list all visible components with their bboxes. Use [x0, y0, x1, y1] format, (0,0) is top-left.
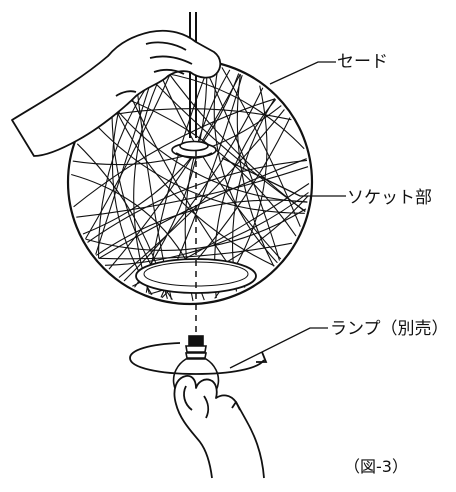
weave-string	[108, 94, 275, 267]
weave-string	[106, 96, 308, 203]
weave-string	[202, 63, 281, 261]
weave-string	[110, 92, 297, 237]
label-shade: セード	[337, 52, 388, 72]
weave-string	[95, 199, 308, 256]
weave-string	[236, 74, 275, 267]
socket	[171, 140, 217, 159]
weave-string	[157, 67, 282, 260]
weave-string	[134, 64, 208, 288]
weave-string	[123, 87, 264, 282]
weave-string	[89, 117, 305, 214]
leader-shade	[269, 61, 336, 85]
weave-string	[85, 63, 176, 240]
figure-number: （図-3）	[344, 457, 408, 476]
weave-string	[145, 64, 210, 293]
weave-string	[118, 109, 285, 278]
weave-string	[221, 67, 301, 227]
lower-hand	[173, 375, 265, 479]
weave-string	[98, 242, 293, 260]
weave-string	[133, 65, 166, 295]
label-lamp: ランプ（別売）	[330, 319, 449, 339]
label-socket: ソケット部	[347, 188, 432, 208]
weave-string	[87, 159, 308, 243]
weave-string	[144, 71, 306, 212]
weave-string	[76, 166, 309, 218]
weave-string	[73, 98, 276, 208]
weave-string	[82, 73, 240, 235]
weave-string	[213, 66, 278, 264]
upper-hand	[11, 29, 222, 157]
rotation-arrow	[129, 342, 268, 375]
leader-lamp	[229, 327, 328, 369]
leader-socket	[221, 157, 346, 197]
leader-lines	[221, 61, 346, 369]
weave-string	[148, 69, 305, 150]
